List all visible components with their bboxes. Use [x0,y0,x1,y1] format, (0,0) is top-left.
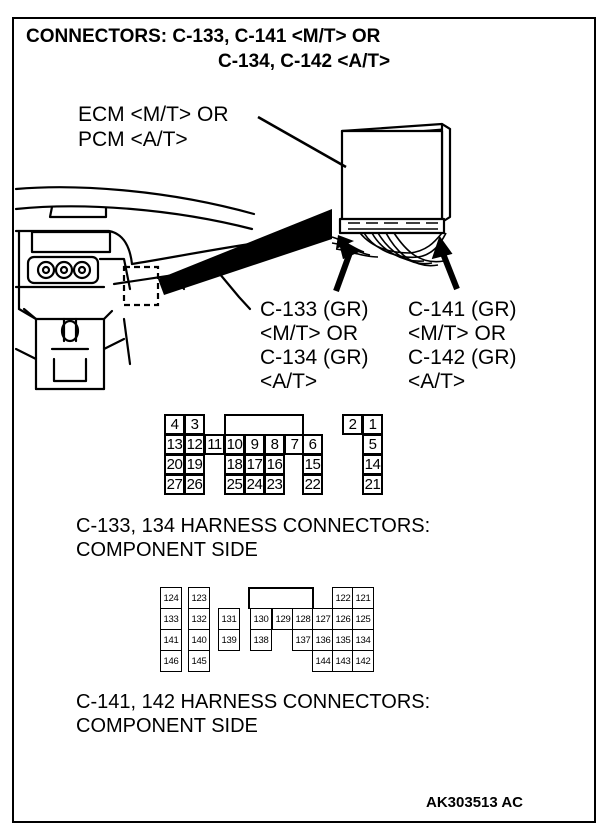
connector-pin: 139 [218,629,240,651]
connector-pin: 134 [352,629,374,651]
connector-pin: 23 [264,474,285,495]
connector-pin: 123 [188,587,210,609]
connector-pin: 141 [160,629,182,651]
connector-pin: 10 [224,434,245,455]
connector-pin: 142 [352,650,374,672]
right-connector-label-3: C-142 (GR) [408,346,517,369]
connector-pin: 5 [362,434,383,455]
connector-pin: 25 [224,474,245,495]
connector-pin: 138 [250,629,272,651]
connector-pin: 143 [332,650,354,672]
connector-pin: 27 [164,474,185,495]
connector-pin: 137 [292,629,314,651]
connector-pin: 21 [362,474,383,495]
connector-pin: 4 [164,414,185,435]
connector-pin: 1 [362,414,383,435]
connector-pin: 145 [188,650,210,672]
connector-pin: 131 [218,608,240,630]
connector-pin: 121 [352,587,374,609]
right-connector-label-2: <M/T> OR [408,322,507,345]
connector-a-caption-2: COMPONENT SIDE [76,539,258,561]
connector-pin: 11 [204,434,225,455]
connector-pin: 144 [312,650,334,672]
connector-pin: 24 [244,474,265,495]
connector-pin: 140 [188,629,210,651]
connector-pin: 146 [160,650,182,672]
connector-pin: 18 [224,454,245,475]
left-connector-label-3: C-134 (GR) [260,346,369,369]
ecm-label-line-2: PCM <A/T> [78,128,188,151]
connector-pin: 135 [332,629,354,651]
dashboard-illustration [14,115,460,391]
connector-pin: 2 [342,414,363,435]
connector-pin: 3 [184,414,205,435]
right-connector-label-4: <A/T> [408,370,466,393]
connector-b-caption-1: C-141, 142 HARNESS CONNECTORS: [76,691,431,713]
connector-pin: 126 [332,608,354,630]
connector-pin: 22 [302,474,323,495]
connector-key-outline [248,587,314,609]
connector-key-outline [224,414,304,435]
connector-pin: 6 [302,434,323,455]
diagram-page: CONNECTORS: C-133, C-141 <M/T> OR C-134,… [12,17,596,823]
connector-pin: 136 [312,629,334,651]
connector-pin: 8 [264,434,285,455]
connector-pin: 122 [332,587,354,609]
title-line-2: C-134, C-142 <A/T> [218,51,391,72]
connector-pin: 9 [244,434,265,455]
connector-pin: 125 [352,608,374,630]
connector-pin: 127 [312,608,334,630]
right-connector-label-1: C-141 (GR) [408,298,517,321]
connector-pin: 16 [264,454,285,475]
title-line-1: CONNECTORS: C-133, C-141 <M/T> OR [26,26,381,47]
left-connector-label-1: C-133 (GR) [260,298,369,321]
connector-b-caption-2: COMPONENT SIDE [76,715,258,737]
connector-a-caption-1: C-133, 134 HARNESS CONNECTORS: [76,515,431,537]
connector-pin: 20 [164,454,185,475]
connector-pin: 133 [160,608,182,630]
left-connector-label-4: <A/T> [260,370,318,393]
connector-pin: 15 [302,454,323,475]
connector-pin: 17 [244,454,265,475]
connector-pin: 128 [292,608,314,630]
connector-pin: 19 [184,454,205,475]
connector-pin: 13 [164,434,185,455]
connector-pin: 26 [184,474,205,495]
connector-pin: 124 [160,587,182,609]
connector-pin: 132 [188,608,210,630]
connector-pin: 12 [184,434,205,455]
connector-pin: 130 [250,608,272,630]
ecm-label-line-1: ECM <M/T> OR [78,103,229,126]
connector-pin: 129 [272,608,294,630]
left-connector-label-2: <M/T> OR [260,322,359,345]
document-id: AK303513 AC [426,794,523,811]
connector-pin: 14 [362,454,383,475]
